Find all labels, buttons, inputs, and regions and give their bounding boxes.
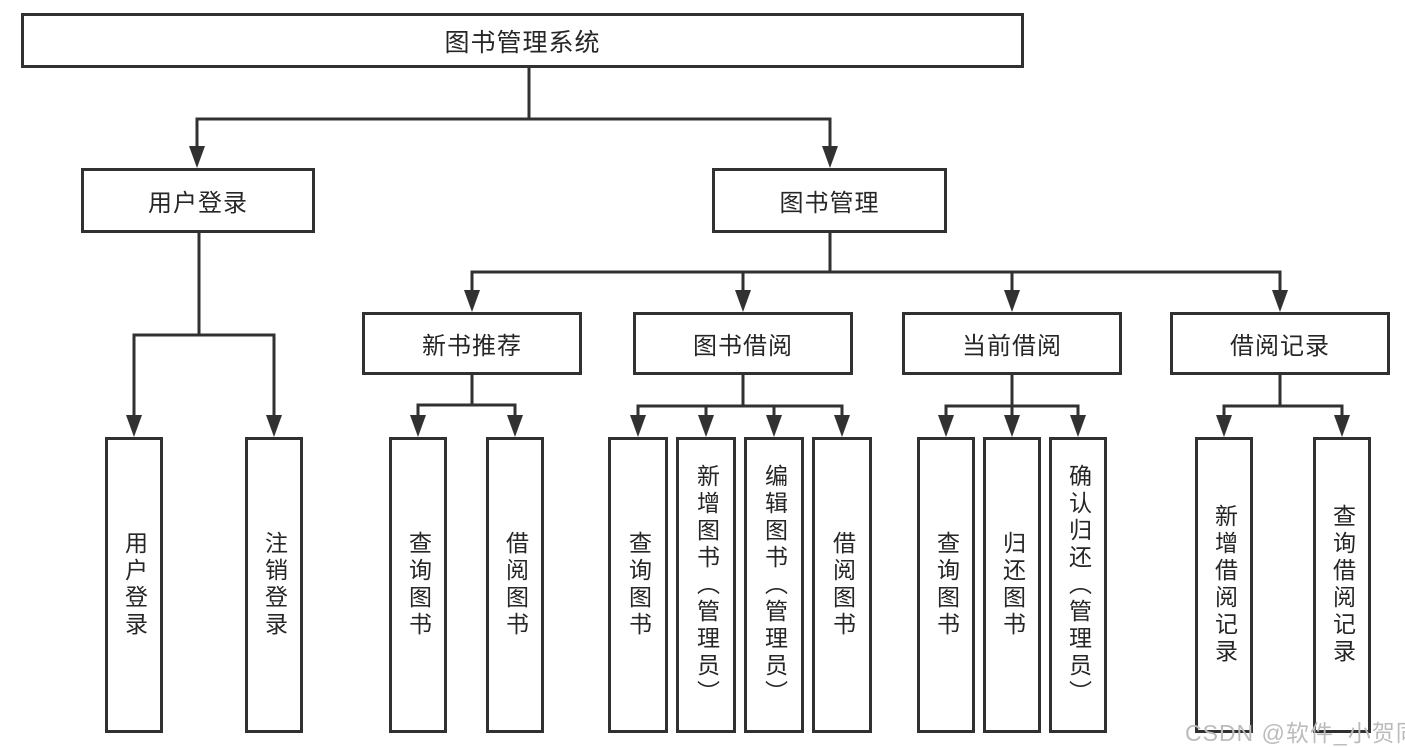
arrowhead — [1004, 415, 1020, 437]
edge-records-to-leaves — [1222, 375, 1344, 419]
arrowheads — [126, 146, 1350, 437]
node-new-book-recommend: 新书推荐 — [362, 312, 582, 375]
arrowhead — [1004, 290, 1020, 312]
node-label: 借阅记录 — [1230, 333, 1330, 360]
leaf-label: 确认归还（管理员） — [1065, 463, 1092, 707]
leaf-return-books: 归还图书 — [983, 437, 1041, 733]
node-library-management-system: 图书管理系统 — [21, 13, 1024, 68]
edges — [132, 68, 1344, 419]
arrowhead — [834, 415, 850, 437]
edge-root-to-level2 — [195, 68, 832, 148]
node-label: 新书推荐 — [422, 333, 522, 360]
leaf-label: 查询图书 — [933, 531, 960, 639]
node-borrow-records: 借阅记录 — [1170, 312, 1390, 375]
arrowhead — [464, 290, 480, 312]
leaf-label: 归还图书 — [999, 531, 1026, 639]
arrowhead — [1334, 415, 1350, 437]
leaf-label: 新增图书（管理员） — [693, 463, 720, 707]
leaf-query-borrow-record: 查询借阅记录 — [1313, 437, 1371, 733]
arrowhead — [1070, 415, 1086, 437]
node-label: 图书管理 — [779, 190, 880, 217]
arrowhead — [410, 415, 426, 437]
arrowhead — [189, 146, 205, 168]
arrowhead — [630, 415, 646, 437]
arrowhead — [735, 290, 751, 312]
leaf-label: 查询图书 — [625, 531, 652, 639]
leaf-label: 编辑图书（管理员） — [761, 463, 788, 707]
arrowhead — [822, 146, 838, 168]
node-book-management: 图书管理 — [712, 168, 947, 233]
edge-newbook-to-leaves — [416, 375, 517, 419]
leaf-confirm-return-admin: 确认归还（管理员） — [1049, 437, 1107, 733]
node-label: 用户登录 — [148, 190, 248, 217]
leaf-user-login: 用户登录 — [105, 437, 163, 733]
edge-userlogin-to-leaves — [132, 233, 276, 419]
leaf-add-borrow-record: 新增借阅记录 — [1195, 437, 1253, 733]
arrowhead — [126, 415, 142, 437]
edge-current-to-leaves — [944, 375, 1080, 419]
leaf-add-books-admin: 新增图书（管理员） — [676, 437, 736, 733]
arrowhead — [1216, 415, 1232, 437]
leaf-label: 查询借阅记录 — [1329, 504, 1356, 666]
arrowhead — [698, 415, 714, 437]
leaf-label: 用户登录 — [121, 531, 148, 639]
node-label: 图书借阅 — [693, 333, 793, 360]
leaf-label: 新增借阅记录 — [1211, 504, 1238, 666]
leaf-edit-books-admin: 编辑图书（管理员） — [744, 437, 804, 733]
arrowhead — [266, 415, 282, 437]
arrowhead — [1272, 290, 1288, 312]
leaf-label: 注销登录 — [261, 531, 288, 639]
leaf-label: 查询图书 — [405, 531, 432, 639]
arrowhead — [766, 415, 782, 437]
node-label: 图书管理系统 — [444, 28, 601, 57]
arrowhead — [938, 415, 954, 437]
node-user-login: 用户登录 — [81, 168, 315, 233]
leaf-label: 借阅图书 — [829, 531, 856, 639]
node-book-borrow: 图书借阅 — [633, 312, 853, 375]
node-current-borrow: 当前借阅 — [902, 312, 1122, 375]
leaf-query-books-2: 查询图书 — [608, 437, 668, 733]
node-label: 当前借阅 — [962, 333, 1062, 360]
leaf-query-books-3: 查询图书 — [917, 437, 975, 733]
edge-borrow-to-leaves — [636, 375, 844, 419]
edge-bookmgmt-to-level3 — [470, 233, 1282, 294]
leaf-label: 借阅图书 — [502, 531, 529, 639]
leaf-query-books: 查询图书 — [389, 437, 447, 733]
leaf-borrow-books-2: 借阅图书 — [812, 437, 872, 733]
arrowhead — [507, 415, 523, 437]
leaf-borrow-books: 借阅图书 — [486, 437, 544, 733]
csdn-watermark: CSDN @软件_小贺同学 — [1185, 720, 1405, 746]
leaf-logout: 注销登录 — [245, 437, 303, 733]
